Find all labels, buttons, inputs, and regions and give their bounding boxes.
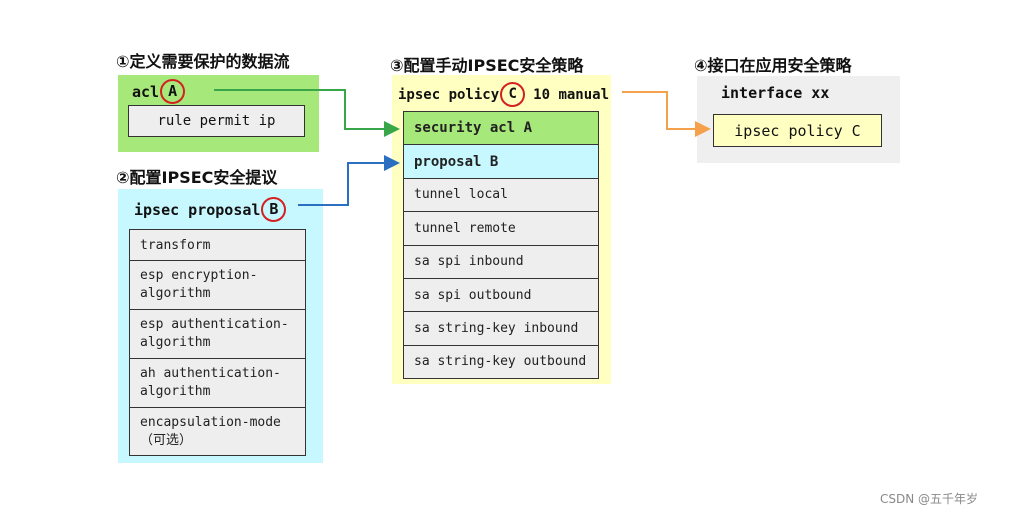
interface-apply-box: ipsec policy C — [713, 114, 882, 147]
arrow-policy-to-interface — [622, 91, 711, 137]
policy-suffix: 10 manual — [533, 86, 610, 103]
policy-list: security acl A proposal B tunnel local t… — [403, 111, 599, 379]
proposal-item: transform — [130, 230, 305, 261]
interface-section-title: ④接口在应用安全策略 — [694, 56, 852, 75]
acl-rule-text: rule permit ip — [157, 113, 276, 129]
interface-panel: interface xx ipsec policy C — [697, 76, 900, 163]
policy-item: sa string-key outbound — [404, 345, 598, 378]
policy-item: tunnel local — [404, 178, 598, 213]
proposal-item: encapsulation-mode （可选） — [130, 408, 305, 455]
acl-rule-box: rule permit ip — [128, 105, 305, 137]
proposal-header: ipsec proposal B — [134, 197, 287, 222]
policy-item-proposal: proposal B — [404, 145, 598, 179]
proposal-item: esp authentication- algorithm — [130, 310, 305, 359]
watermark: CSDN @五千年岁 — [880, 492, 979, 506]
arrow-acl-to-policy — [214, 89, 400, 137]
policy-item: sa string-key inbound — [404, 312, 598, 346]
policy-marker-circle: C — [500, 82, 526, 107]
acl-keyword: acl — [132, 82, 160, 101]
acl-panel: acl A rule permit ip — [118, 75, 319, 152]
policy-section-title: ③配置手动IPSEC安全策略 — [390, 56, 584, 75]
interface-keyword: interface xx — [721, 84, 830, 102]
proposal-item: ah authentication- algorithm — [130, 359, 305, 408]
interface-apply-text: ipsec policy C — [734, 121, 861, 140]
acl-section-title: ①定义需要保护的数据流 — [116, 52, 290, 71]
policy-keyword: ipsec policy — [398, 86, 500, 103]
acl-header: acl A — [132, 79, 186, 104]
policy-panel: ipsec policy C 10 manual security acl A … — [392, 75, 611, 384]
proposal-panel: ipsec proposal B transform esp encryptio… — [118, 189, 323, 463]
proposal-list: transform esp encryption- algorithm esp … — [129, 229, 306, 456]
policy-item: tunnel remote — [404, 212, 598, 246]
proposal-item: esp encryption- algorithm — [130, 261, 305, 310]
proposal-keyword: ipsec proposal — [134, 200, 261, 219]
policy-item: sa spi outbound — [404, 278, 598, 313]
proposal-section-title: ②配置IPSEC安全提议 — [116, 168, 278, 187]
policy-item-security-acl: security acl A — [404, 112, 598, 146]
policy-header: ipsec policy C 10 manual — [398, 82, 609, 107]
arrow-proposal-to-policy — [298, 155, 400, 206]
policy-item: sa spi inbound — [404, 245, 598, 279]
acl-marker-circle: A — [160, 79, 186, 104]
proposal-marker-circle: B — [261, 197, 287, 222]
